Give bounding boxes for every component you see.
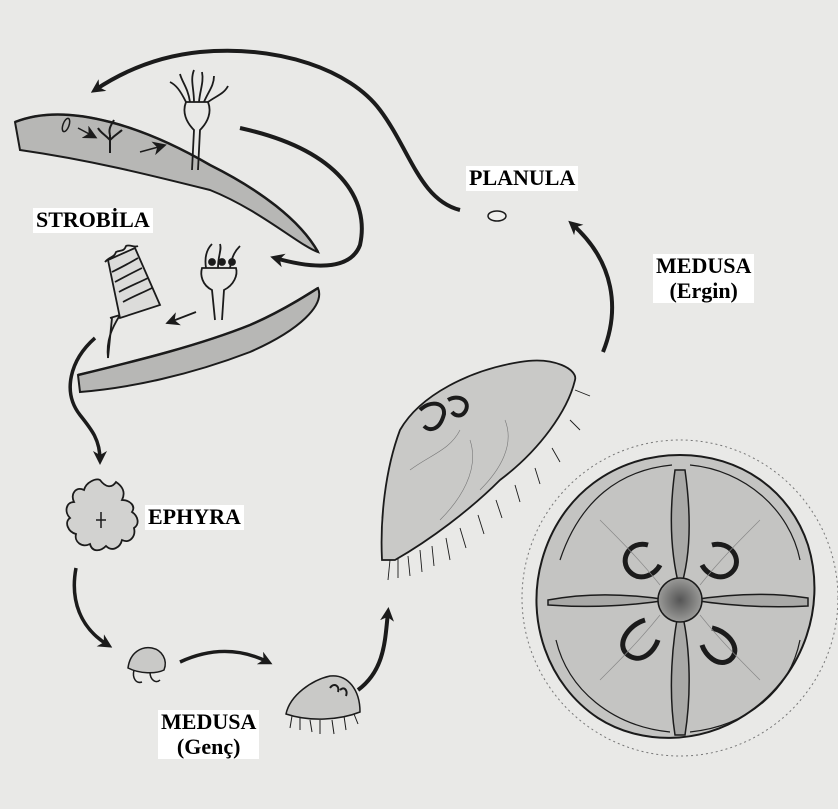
- adult-medusa-top: [522, 440, 838, 756]
- planula-label: PLANULA: [466, 166, 578, 191]
- small-to-young-arrow: [180, 652, 268, 663]
- lower-substrate: [78, 288, 319, 392]
- medusa-adult-title: MEDUSA: [656, 254, 751, 279]
- ephyra-drawing: [67, 479, 138, 550]
- medusa-young-title: MEDUSA: [161, 710, 256, 735]
- ephyra-to-young-arrow: [74, 568, 108, 645]
- strobila-to-ephyra-arrow: [70, 338, 100, 460]
- adult-to-planula-arrow: [572, 224, 612, 352]
- young-medusa-small: [128, 648, 165, 683]
- ephyra-label: EPHYRA: [145, 505, 244, 530]
- planula-larva: [488, 211, 506, 221]
- strobila-label: STROBİLA: [33, 208, 153, 233]
- medusa-adult-subtitle: (Ergin): [656, 279, 751, 304]
- medusa-young-label: MEDUSA (Genç): [158, 710, 259, 759]
- medusa-adult-label: MEDUSA (Ergin): [653, 254, 754, 303]
- medusa-young-subtitle: (Genç): [161, 735, 256, 760]
- budding-polyp: [201, 244, 240, 320]
- planula-return-arrow: [95, 51, 460, 210]
- young-to-adult-arrow: [358, 612, 388, 690]
- strobila-polyp: [105, 245, 160, 358]
- young-medusa: [286, 676, 360, 734]
